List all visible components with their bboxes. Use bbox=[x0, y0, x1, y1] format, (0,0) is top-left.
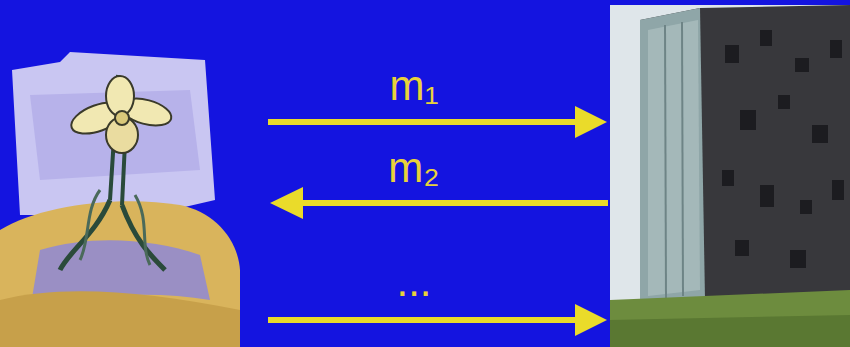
message-label: m₁ bbox=[389, 63, 438, 109]
message-label: m₂ bbox=[388, 145, 439, 191]
building-photo bbox=[610, 5, 850, 347]
message-arrows bbox=[268, 106, 608, 336]
message-label: ... bbox=[396, 259, 431, 305]
clipart-figure bbox=[0, 52, 240, 347]
